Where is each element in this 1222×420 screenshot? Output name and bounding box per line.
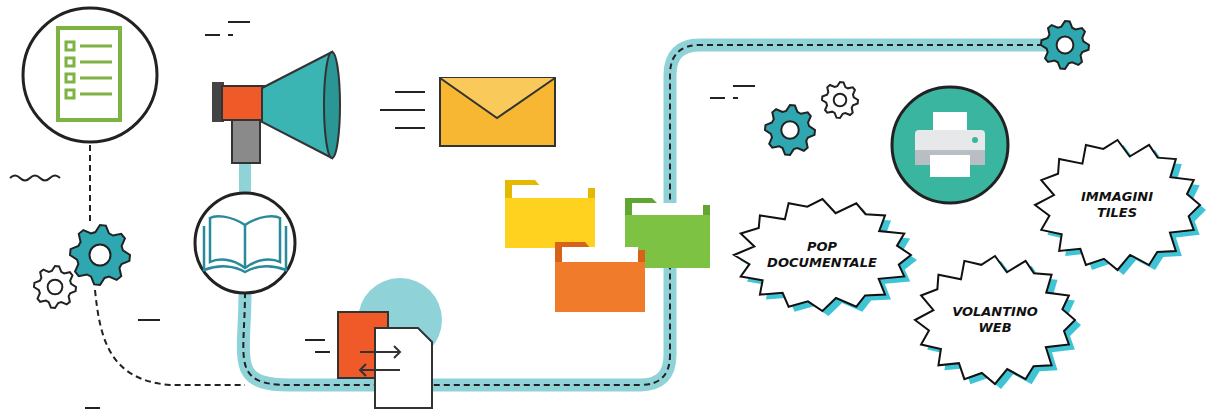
starburst-text: IMMAGINI TILES [1062, 189, 1172, 222]
gear-icon [34, 266, 76, 308]
starburst-label: VOLANTINO WEB [915, 256, 1075, 384]
document-circle [23, 8, 157, 142]
checklist [66, 42, 112, 98]
flow-dash [243, 45, 1045, 385]
starburst-label: POP DOCUMENTALE [734, 199, 911, 311]
document-icon [58, 28, 120, 120]
flow-pipe [239, 160, 251, 192]
flow-pipe [243, 45, 1045, 385]
gear-icon [70, 225, 130, 285]
gear-icon [765, 105, 815, 155]
printer-icon [915, 112, 985, 177]
dash-marks [10, 22, 755, 408]
starburst-label: IMMAGINI TILES [1035, 140, 1200, 270]
envelope-icon [380, 78, 555, 146]
megaphone-icon [212, 52, 340, 163]
transfer-icon [305, 278, 442, 408]
book-icon [204, 216, 286, 272]
starburst-text: VOLANTINO WEB [940, 304, 1050, 337]
printer-circle [892, 87, 1008, 203]
folders-icon [505, 180, 710, 312]
book-circle [195, 193, 295, 293]
gear-icon [1041, 21, 1089, 69]
starburst-text: POP DOCUMENTALE [767, 239, 877, 272]
gear-icon [822, 82, 858, 118]
